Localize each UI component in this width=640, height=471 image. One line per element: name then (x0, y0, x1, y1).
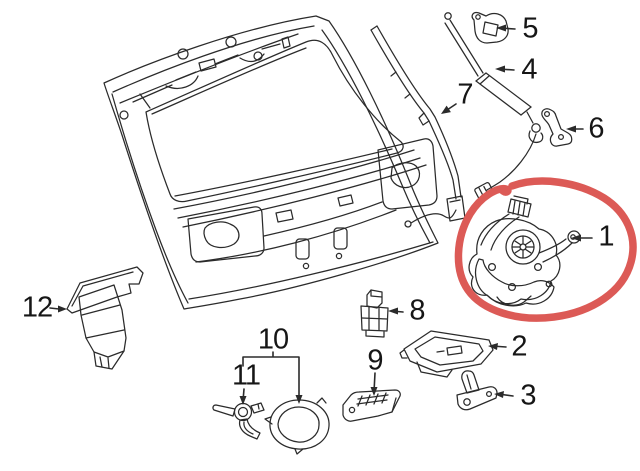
part-12-camera-garnish (66, 266, 144, 370)
part-4-gas-strut (444, 12, 544, 200)
part-9-garnish (342, 389, 401, 422)
part-3-bracket (456, 370, 498, 411)
part-11-lock-cylinder (212, 402, 265, 440)
callout-arrowheads (58, 24, 581, 405)
tailgate-panel-drawing (103, 15, 457, 310)
part-6-bracket (541, 108, 573, 147)
part-1-lock-actuator (468, 195, 581, 307)
part-8-switch (360, 289, 389, 338)
part-7-channel-strip (370, 25, 466, 222)
part-2-tray (399, 330, 494, 378)
part-10-grommet (264, 397, 330, 455)
highlight-ellipse (454, 177, 637, 322)
